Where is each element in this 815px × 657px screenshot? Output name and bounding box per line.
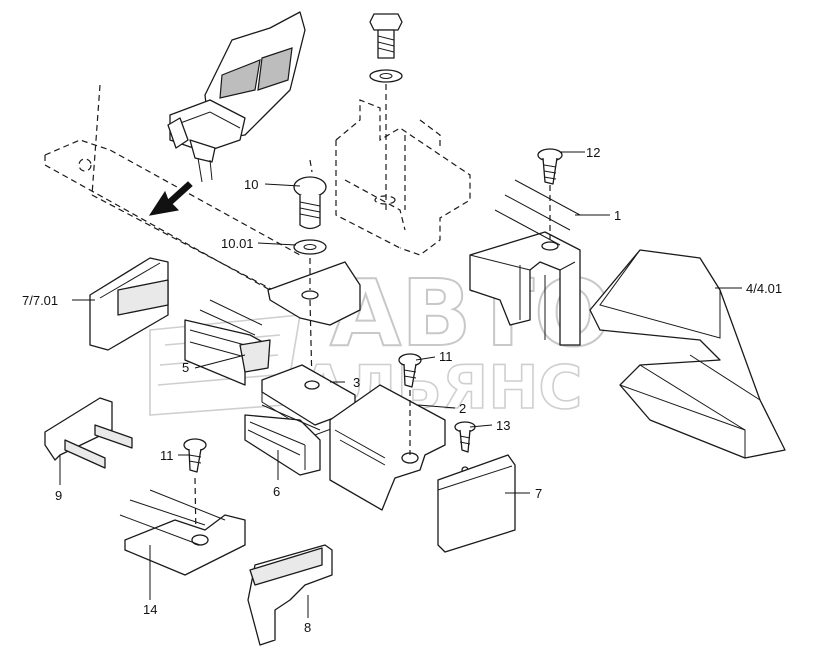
part-9-clip (44, 397, 133, 469)
label-3: 3 (353, 375, 360, 390)
label-1: 1 (614, 208, 621, 223)
callout-labels: 10 10.01 12 1 4/4.01 7/7.01 5 3 11 2 13 … (22, 145, 782, 635)
label-4-4.01: 4/4.01 (746, 281, 782, 296)
part-6-profile (244, 404, 321, 476)
seat-illustration (167, 11, 306, 183)
label-10.01: 10.01 (221, 236, 254, 251)
label-14: 14 (143, 602, 157, 617)
arrow-pointer (148, 181, 193, 216)
label-2: 2 (459, 401, 466, 416)
part-4-cover (589, 249, 786, 459)
label-5: 5 (182, 360, 189, 375)
label-7-7.01: 7/7.01 (22, 293, 58, 308)
label-7: 7 (535, 486, 542, 501)
part-14-channel (119, 489, 246, 576)
part-13-screw (454, 421, 476, 474)
label-13: 13 (496, 418, 510, 433)
part-11-screw-upper (398, 353, 422, 455)
label-6: 6 (273, 484, 280, 499)
part-8-block (247, 544, 333, 646)
part-7-cap (437, 454, 516, 553)
label-10: 10 (244, 177, 258, 192)
label-9: 9 (55, 488, 62, 503)
label-8: 8 (304, 620, 311, 635)
part-7-7.01-endcap (89, 257, 169, 351)
part-5-profile (184, 299, 271, 386)
label-11-upper: 11 (439, 349, 453, 364)
bolt-top (369, 13, 403, 210)
bracket-outline-dashed (335, 99, 471, 256)
label-11-lower: 11 (160, 448, 174, 463)
label-12: 12 (586, 145, 600, 160)
part-12-screw (537, 148, 563, 240)
part-1-rail (469, 179, 581, 346)
part-10-screw (293, 159, 327, 255)
leader-lines (59, 151, 742, 618)
part-2-channel (329, 384, 446, 511)
